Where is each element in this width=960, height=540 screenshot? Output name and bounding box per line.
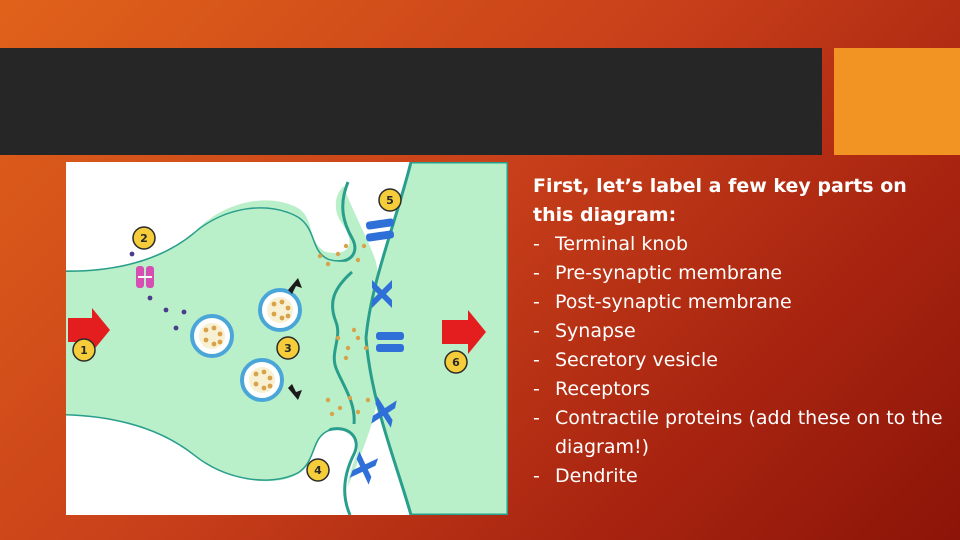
neurotransmitter-granules [203,243,371,417]
list-item-label: Contractile proteins (add these on to th… [555,407,943,458]
accent-block [834,48,960,155]
outgoing-impulse-arrow [442,310,486,354]
bullet-marker: - [533,291,540,313]
marker-5: 5 [378,188,402,212]
ion-channel [136,266,154,288]
marker-6-label: 6 [452,356,460,369]
bullet-marker: - [533,233,540,255]
list-item-label: Secretory vesicle [555,349,718,371]
list-item: -Dendrite [533,462,943,491]
bullet-marker: - [533,407,540,429]
slide-heading: First, let’s label a few key parts on th… [533,175,907,226]
ions [129,251,187,331]
marker-3: 3 [276,336,300,360]
list-item: -Contractile proteins (add these on to t… [533,404,943,462]
list-item: -Terminal knob [533,230,943,259]
list-item-label: Terminal knob [555,233,689,255]
list-item: -Receptors [533,375,943,404]
bullet-list: -Terminal knob -Pre-synaptic membrane -P… [533,230,943,491]
list-item: -Synapse [533,317,943,346]
marker-1-label: 1 [80,344,88,357]
list-item-label: Synapse [555,320,636,342]
list-item: -Secretory vesicle [533,346,943,375]
marker-2: 2 [132,226,156,250]
list-item-label: Receptors [555,378,651,400]
list-item-label: Post-synaptic membrane [555,291,792,313]
bullet-marker: - [533,320,540,342]
marker-4: 4 [306,458,330,482]
marker-5-label: 5 [386,194,394,207]
presynaptic-membrane-front [331,270,356,425]
marker-1: 1 [72,338,96,362]
synapse-diagram: 1 2 3 4 5 6 [66,162,508,515]
bullet-marker: - [533,262,540,284]
marker-6: 6 [444,350,468,374]
marker-3-label: 3 [284,342,292,355]
list-item-label: Dendrite [555,465,638,487]
slide-body-text: First, let’s label a few key parts on th… [533,172,943,491]
marker-4-label: 4 [314,464,322,477]
list-item: -Pre-synaptic membrane [533,259,943,288]
list-item: -Post-synaptic membrane [533,288,943,317]
bullet-marker: - [533,378,540,400]
receptors [349,218,404,485]
marker-2-label: 2 [140,232,148,245]
vesicle-movement-arrows [288,278,302,400]
bullet-marker: - [533,465,540,487]
bullet-marker: - [533,349,540,371]
list-item-label: Pre-synaptic membrane [555,262,783,284]
title-bar [0,48,822,155]
